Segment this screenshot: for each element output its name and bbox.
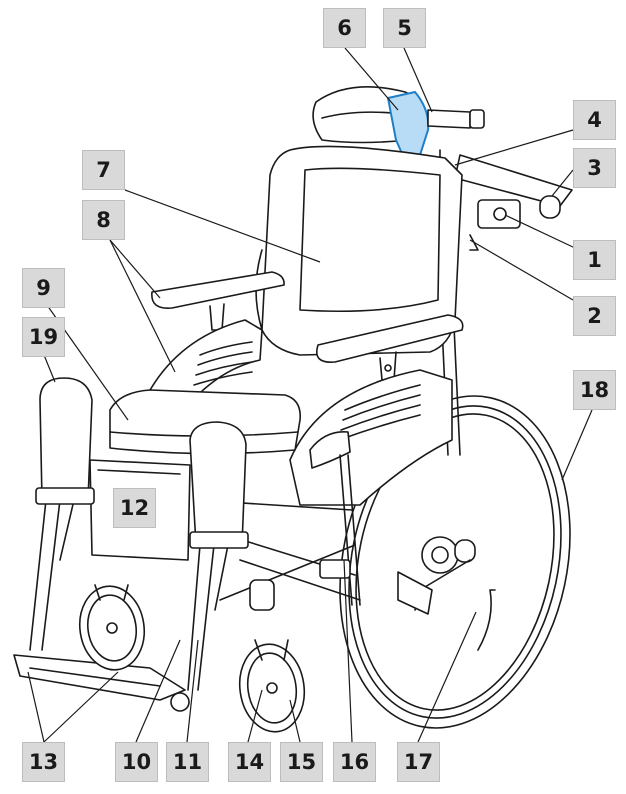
callout-18: 18 [573,370,616,410]
callout-11: 11 [166,742,209,782]
rear-wheel [339,395,571,729]
callout-16: 16 [333,742,376,782]
callout-3: 3 [573,148,616,188]
legrest-right [187,421,249,691]
side-panel-right [289,369,453,506]
callout-15: 15 [280,742,323,782]
callout-5: 5 [383,8,426,48]
callout-19: 19 [22,317,65,357]
callout-12: 12 [113,488,156,528]
leader-lines [27,47,593,743]
callout-4: 4 [573,100,616,140]
backrest [255,145,463,356]
callout-1: 1 [573,240,616,280]
legrest-left [29,377,95,651]
callout-8: 8 [82,200,125,240]
callout-14: 14 [228,742,271,782]
caster-right [238,579,306,733]
callout-17: 17 [397,742,440,782]
caster-left [78,584,146,671]
callout-10: 10 [115,742,158,782]
callout-2: 2 [573,296,616,336]
headrest [312,86,485,160]
callout-6: 6 [323,8,366,48]
callout-9: 9 [22,268,65,308]
callout-13: 13 [22,742,65,782]
callout-7: 7 [82,150,125,190]
